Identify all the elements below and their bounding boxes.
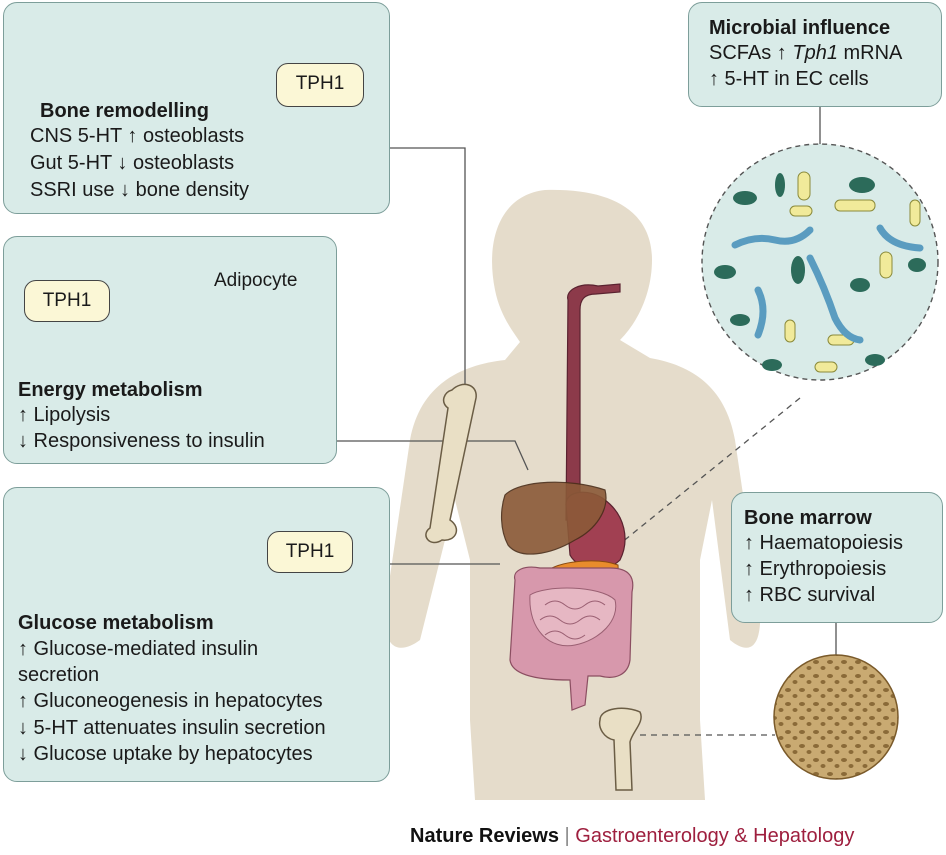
tph1-tag: TPH1 bbox=[276, 63, 364, 107]
bone-remodelling-line: CNS 5-HT ↑ osteoblasts bbox=[30, 125, 245, 147]
gi-tract bbox=[501, 283, 634, 711]
tph1-tag: TPH1 bbox=[24, 280, 110, 322]
glucose-metabolism-line: secretion bbox=[18, 664, 100, 686]
energy-metabolism-title: Energy metabolism bbox=[18, 379, 203, 401]
microbial-influence-line-1: SCFAs ↑ Tph1 mRNA bbox=[709, 41, 902, 65]
energy-metabolism-line: ↓ Responsiveness to insulin bbox=[18, 430, 265, 452]
microbial-influence-panel: Microbial influence SCFAs ↑ Tph1 mRNA ↑ … bbox=[688, 2, 942, 107]
bone-marrow-line: ↑ RBC survival bbox=[744, 584, 876, 606]
bone-remodelling-line: SSRI use ↓ bone density bbox=[30, 179, 250, 201]
leg-bone bbox=[598, 707, 642, 791]
microbial-influence-title: Microbial influence bbox=[709, 17, 891, 39]
credit-separator: | bbox=[558, 825, 576, 847]
journal-name: Nature Reviews bbox=[410, 825, 559, 847]
arm-bone bbox=[425, 383, 477, 544]
bone-remodelling-line: Gut 5-HT ↓ osteoblasts bbox=[30, 152, 235, 174]
glucose-metabolism-line: ↓ 5-HT attenuates insulin secretion bbox=[18, 717, 326, 739]
leader-lines bbox=[334, 107, 837, 736]
glucose-metabolism-panel: TPH1 Glucose metabolism ↑ Glucose-mediat… bbox=[3, 487, 390, 782]
energy-metabolism-line: ↑ Lipolysis bbox=[18, 404, 111, 426]
bone-marrow-panel: Bone marrow ↑ Haematopoiesis ↑ Erythropo… bbox=[731, 492, 943, 623]
bone-marrow-line: ↑ Haematopoiesis bbox=[744, 532, 903, 554]
scfa-text: SCFAs ↑ bbox=[709, 42, 793, 64]
journal-subtitle: Gastroenterology & Hepatology bbox=[575, 825, 855, 847]
glucose-metabolism-line: ↑ Gluconeogenesis in hepatocytes bbox=[18, 690, 323, 712]
bone-marrow-line: ↑ Erythropoiesis bbox=[744, 558, 887, 580]
journal-credit: Nature Reviews | Gastroenterology & Hepa… bbox=[410, 825, 854, 848]
energy-metabolism-panel: TPH1 Adipocyte Energy metabolism ↑ Lipol… bbox=[3, 236, 337, 464]
microbiota-circle bbox=[701, 143, 939, 381]
tph1-gene: Tph1 bbox=[792, 42, 838, 64]
bone-marrow-sphere bbox=[773, 654, 899, 780]
adipocyte-label: Adipocyte bbox=[214, 270, 298, 291]
bone-remodelling-title: Bone remodelling bbox=[40, 100, 209, 122]
glucose-metabolism-title: Glucose metabolism bbox=[18, 612, 214, 634]
glucose-metabolism-line: ↓ Glucose uptake by hepatocytes bbox=[18, 743, 313, 765]
tph1-tag: TPH1 bbox=[267, 531, 353, 573]
mrna-text: mRNA bbox=[837, 42, 903, 64]
bone-remodelling-panel: TPH1 Bone remodelling CNS 5-HT ↑ osteobl… bbox=[3, 2, 390, 214]
microbial-influence-line-2: ↑ 5-HT in EC cells bbox=[709, 68, 869, 90]
bone-marrow-title: Bone marrow bbox=[744, 507, 872, 529]
glucose-metabolism-line: ↑ Glucose-mediated insulin bbox=[18, 638, 259, 660]
